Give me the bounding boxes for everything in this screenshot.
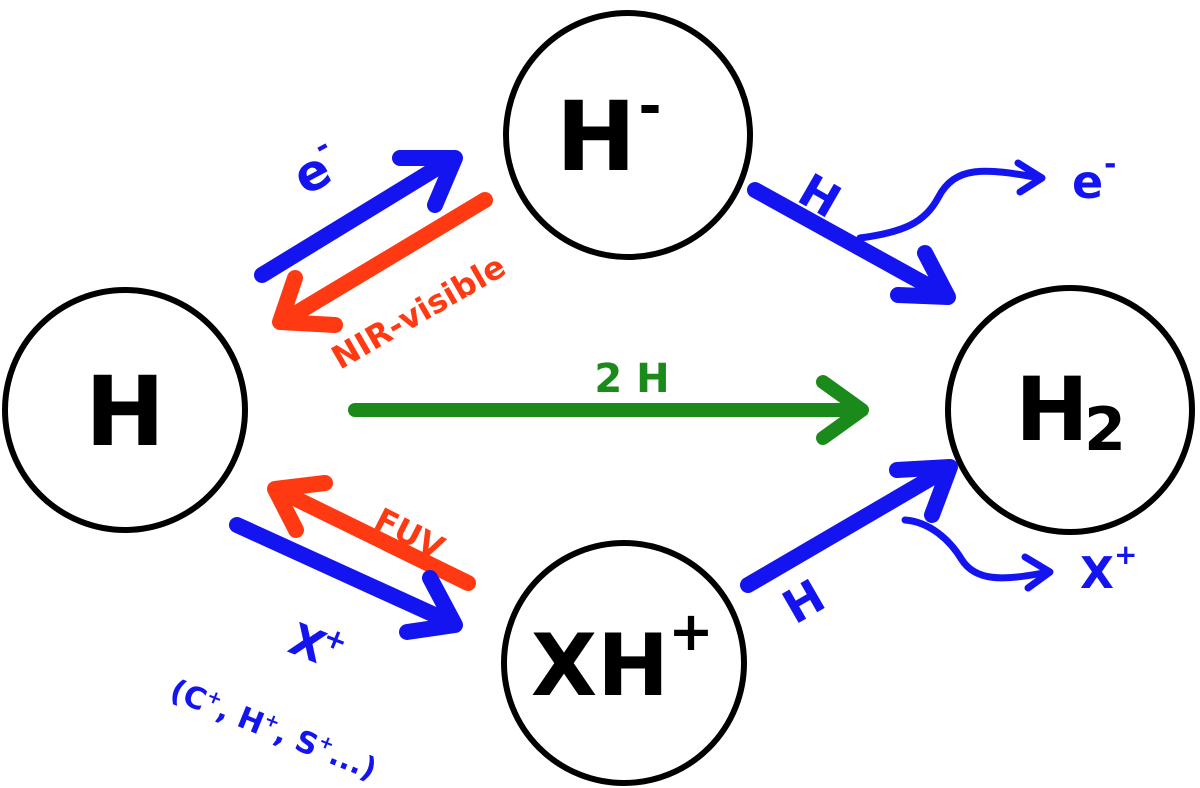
arrow-ion-release bbox=[901, 516, 1054, 592]
label-direct-formation: 2 H bbox=[594, 356, 669, 402]
arrow-electron-release bbox=[856, 159, 1046, 242]
label-xh-to-h2-text: H bbox=[774, 569, 834, 635]
node-h-minus-circle bbox=[503, 10, 753, 260]
node-h2: H 2 bbox=[945, 285, 1195, 535]
node-h-minus-sup: - bbox=[638, 74, 661, 139]
label-ion-attach: X + bbox=[282, 614, 353, 674]
node-h2-sub: 2 bbox=[1084, 395, 1126, 465]
arrow-xh-to-h2 bbox=[740, 459, 958, 593]
node-xh-plus: XH + bbox=[501, 540, 747, 786]
ion-examples-sup1: + bbox=[204, 685, 226, 710]
label-xh-to-h2: H bbox=[774, 569, 834, 635]
ion-examples-open: (C bbox=[165, 673, 211, 719]
label-ion-release-text: X bbox=[1080, 548, 1114, 599]
label-ion-examples: (C+, H+, S+...) bbox=[165, 672, 382, 788]
arrow-associative-detach bbox=[747, 182, 956, 305]
node-h: H bbox=[2, 287, 248, 533]
ion-examples-sup3: + bbox=[316, 731, 338, 756]
node-xh-plus-sup: + bbox=[668, 600, 713, 663]
label-ion-release: X + bbox=[1080, 538, 1137, 599]
label-electron-release-sup: - bbox=[1104, 147, 1116, 182]
ion-examples-sup2: + bbox=[261, 709, 283, 734]
label-electron-release: e - bbox=[1072, 147, 1116, 209]
node-xh-plus-label: XH bbox=[531, 616, 669, 716]
node-h-minus: H - bbox=[503, 10, 753, 260]
arrow-photodetach bbox=[272, 192, 493, 333]
arrow-fuv bbox=[267, 475, 476, 591]
label-electron-attach-text: e bbox=[283, 139, 340, 206]
node-h-minus-label: H bbox=[556, 81, 636, 193]
node-xh-plus-circle bbox=[501, 540, 747, 786]
arrow-ion-attach bbox=[229, 517, 463, 640]
label-ion-release-sup: + bbox=[1114, 538, 1137, 571]
label-photodetach: NIR-visible bbox=[325, 247, 512, 377]
node-h2-circle bbox=[945, 285, 1195, 535]
label-photodetach-text: NIR-visible bbox=[325, 247, 512, 377]
node-h-circle bbox=[2, 287, 248, 533]
arrow-direct-formation bbox=[348, 375, 869, 445]
node-h2-label: H bbox=[1015, 358, 1089, 461]
label-electron-release-text: e bbox=[1072, 155, 1103, 209]
label-electron-attach: e - bbox=[283, 128, 340, 206]
label-ion-examples-text: (C+, H+, S+...) bbox=[165, 672, 382, 788]
node-h-label: H bbox=[85, 356, 165, 468]
arrow-electron-attach bbox=[254, 150, 463, 283]
